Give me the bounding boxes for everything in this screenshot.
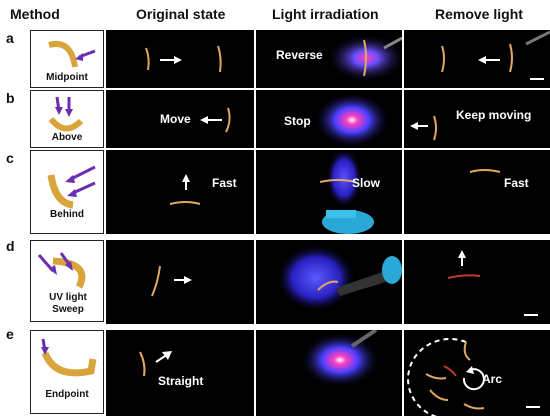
method-panel-uv-sweep: UV light Sweep bbox=[30, 240, 104, 322]
label-move: Move bbox=[160, 112, 191, 126]
row-letter-a: a bbox=[6, 30, 14, 46]
arrow-right-icon bbox=[174, 56, 182, 64]
strip bbox=[317, 280, 339, 291]
arrow-right-icon bbox=[184, 276, 192, 284]
above-method-illustration bbox=[48, 96, 84, 132]
label-reverse: Reverse bbox=[276, 48, 323, 62]
strip bbox=[169, 201, 201, 205]
panel-a-original bbox=[106, 30, 254, 88]
method-panel-midpoint: Midpoint bbox=[30, 30, 104, 88]
light-pen bbox=[383, 36, 402, 50]
panel-c-light: Slow bbox=[256, 150, 402, 234]
panel-a-light: Reverse bbox=[256, 30, 402, 88]
arrow-up-icon bbox=[458, 250, 466, 258]
panel-e-original: Straight bbox=[106, 330, 254, 416]
glove bbox=[382, 256, 402, 284]
label-fast-original: Fast bbox=[212, 176, 237, 190]
strip bbox=[433, 115, 437, 141]
panel-b-original: Move bbox=[106, 90, 254, 148]
label-straight: Straight bbox=[158, 374, 204, 388]
purple-arrow-icon bbox=[55, 107, 63, 115]
strip bbox=[151, 265, 161, 297]
strip bbox=[463, 403, 485, 410]
panel-c-original: Fast bbox=[106, 150, 254, 234]
panel-c-remove: Fast bbox=[404, 150, 550, 234]
method-label-behind: Behind bbox=[50, 209, 84, 220]
uv-glow bbox=[300, 332, 380, 388]
uv-glow bbox=[276, 244, 356, 312]
strip bbox=[441, 45, 445, 73]
panel-d-light bbox=[256, 240, 402, 324]
uv-pen bbox=[336, 270, 392, 296]
arrow-up-icon bbox=[182, 174, 190, 182]
purple-arrow-icon bbox=[65, 261, 73, 271]
rotation-arrow-icon bbox=[462, 368, 485, 391]
label-stop: Stop bbox=[284, 114, 311, 128]
scale-bar bbox=[526, 406, 540, 408]
method-panel-above: Above bbox=[30, 90, 104, 148]
panel-b-remove: Keep moving bbox=[404, 90, 550, 148]
header-original-state: Original state bbox=[136, 6, 226, 22]
strip bbox=[509, 43, 513, 73]
uv-glow bbox=[326, 150, 362, 208]
arrow-left-icon bbox=[478, 56, 486, 64]
purple-arrow-icon bbox=[75, 53, 83, 61]
purple-arrow-icon bbox=[65, 109, 73, 117]
strip bbox=[225, 107, 231, 133]
strip bbox=[429, 389, 449, 401]
strip bbox=[463, 341, 471, 361]
midpoint-method-illustration bbox=[48, 41, 96, 68]
label-fast-remove: Fast bbox=[504, 176, 529, 190]
header-remove-light: Remove light bbox=[435, 6, 523, 22]
strip-red bbox=[443, 365, 457, 377]
panel-d-remove bbox=[404, 240, 550, 324]
uv-sweep-method-illustration bbox=[37, 252, 86, 289]
strip bbox=[425, 373, 447, 380]
purple-arrow-icon bbox=[65, 175, 75, 183]
label-slow: Slow bbox=[352, 176, 381, 190]
method-panel-behind: Behind bbox=[30, 150, 104, 234]
strip bbox=[363, 39, 367, 77]
method-label-uv-sweep: UV light Sweep bbox=[49, 292, 87, 315]
panel-b-light: Stop bbox=[256, 90, 402, 148]
arrow-left-icon bbox=[200, 116, 208, 124]
strip bbox=[217, 45, 222, 73]
row-letter-b: b bbox=[6, 90, 15, 106]
strip bbox=[319, 179, 357, 183]
strip bbox=[145, 47, 150, 71]
panel-d-original bbox=[106, 240, 254, 324]
purple-arrow-icon bbox=[67, 189, 77, 197]
purple-arrow-icon bbox=[49, 265, 57, 275]
strip-red bbox=[447, 274, 481, 279]
endpoint-method-illustration bbox=[41, 338, 97, 377]
header-method: Method bbox=[10, 6, 60, 22]
scale-bar bbox=[524, 314, 538, 316]
label-arc: Arc bbox=[482, 372, 503, 386]
light-pen bbox=[525, 30, 550, 46]
row-letter-e: e bbox=[6, 326, 14, 342]
header-light-irradiation: Light irradiation bbox=[272, 6, 379, 22]
panel-e-light bbox=[256, 330, 402, 416]
row-letter-c: c bbox=[6, 150, 14, 166]
label-keep-moving: Keep moving bbox=[456, 108, 532, 122]
uv-pen bbox=[350, 330, 378, 348]
method-label-midpoint: Midpoint bbox=[46, 72, 88, 83]
method-label-endpoint: Endpoint bbox=[45, 389, 89, 400]
uv-glow bbox=[314, 92, 390, 148]
glove-finger bbox=[326, 210, 356, 218]
purple-arrow-icon bbox=[41, 347, 49, 355]
uv-glow bbox=[326, 34, 402, 82]
scale-bar bbox=[530, 78, 544, 80]
strip bbox=[139, 351, 146, 377]
arrow-left-icon bbox=[410, 122, 418, 130]
panel-a-remove bbox=[404, 30, 550, 88]
method-panel-endpoint: Endpoint bbox=[30, 330, 104, 414]
panel-e-remove: Arc bbox=[404, 330, 550, 416]
behind-method-illustration bbox=[47, 165, 96, 209]
strip bbox=[469, 169, 501, 173]
row-letter-d: d bbox=[6, 238, 15, 254]
method-label-above: Above bbox=[51, 132, 83, 143]
arrow-diagonal-icon bbox=[162, 351, 172, 360]
